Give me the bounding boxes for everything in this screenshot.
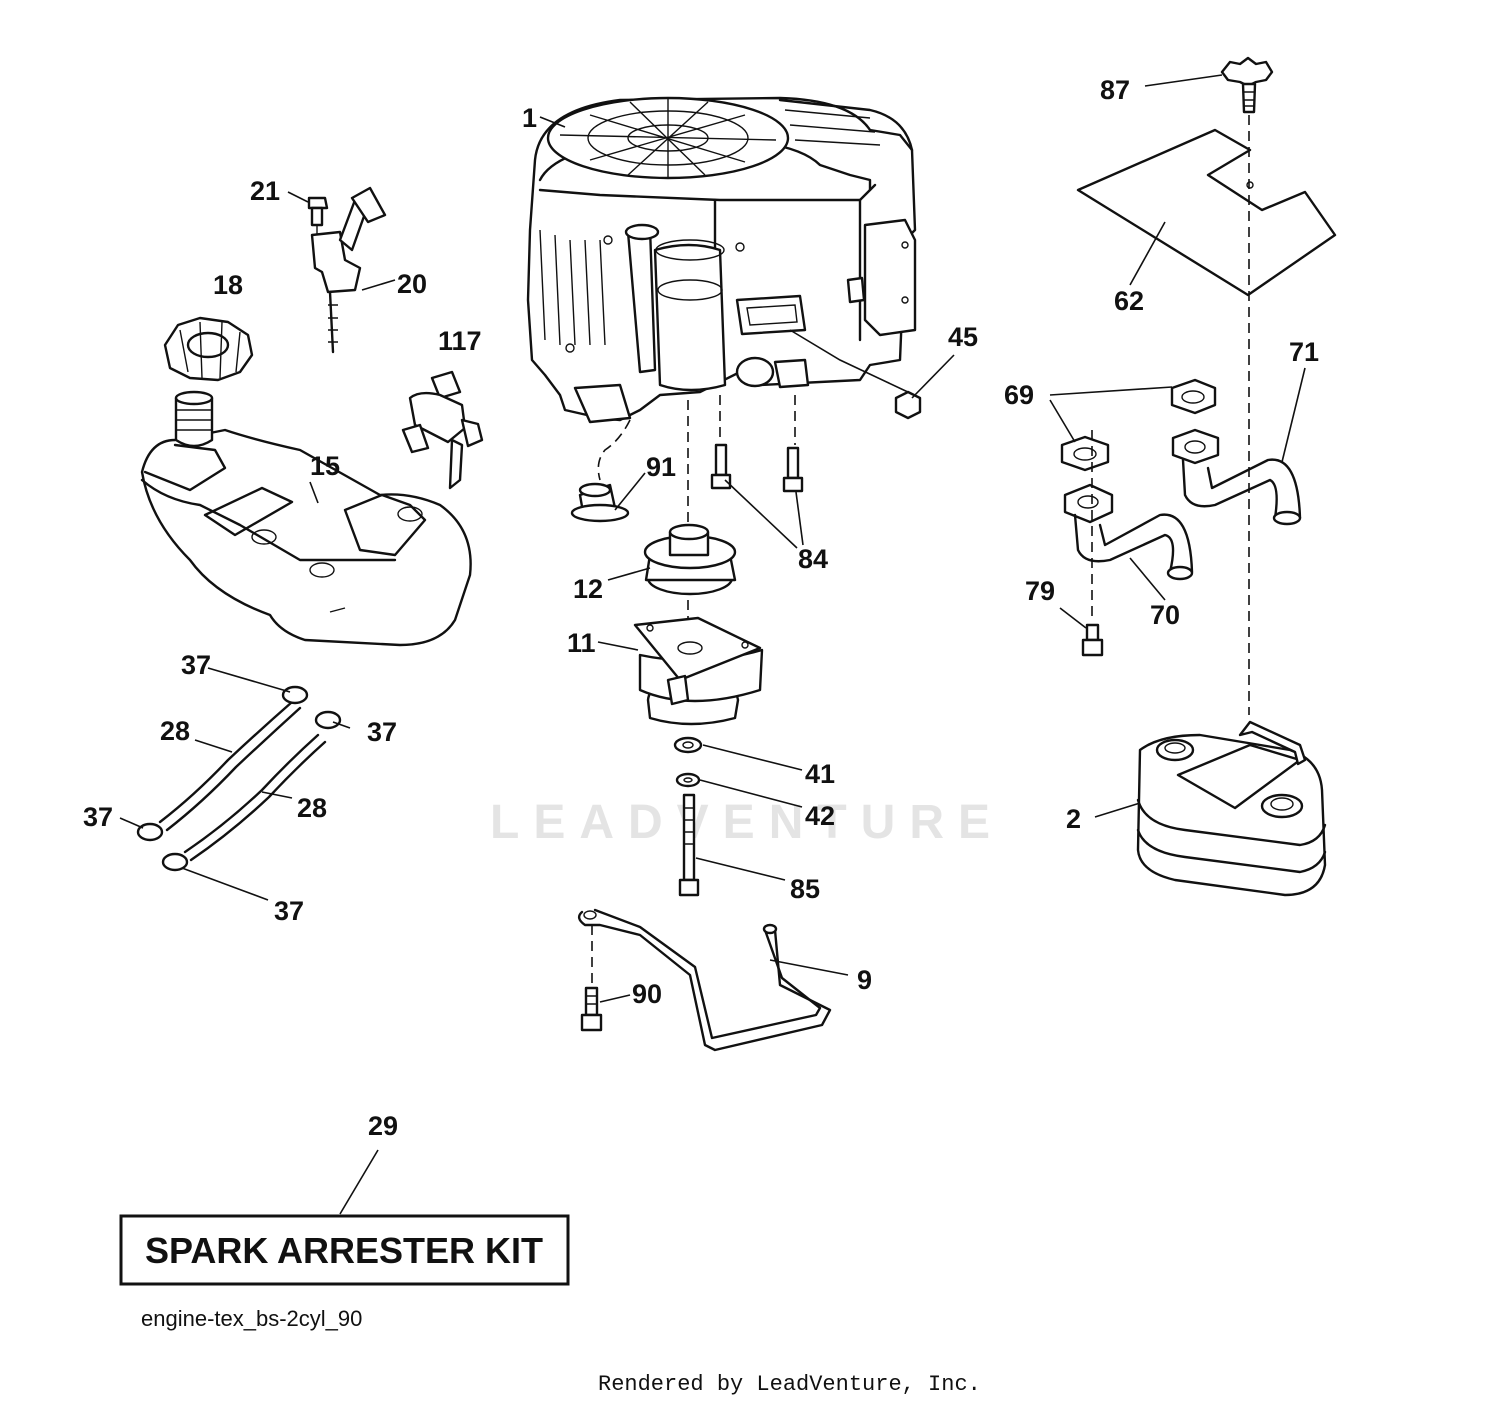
screw-21-drawing bbox=[307, 196, 329, 235]
gasket-drawing bbox=[1060, 378, 1217, 472]
diagram-id: engine-tex_bs-2cyl_90 bbox=[141, 1306, 362, 1331]
exhaust-pipe-drawing bbox=[1063, 428, 1302, 581]
callout-42: 42 bbox=[805, 801, 835, 831]
fuel-tank-drawing bbox=[140, 390, 472, 647]
bolt-90-drawing bbox=[580, 986, 603, 1032]
fuel-cap-drawing bbox=[163, 316, 254, 382]
spacer-91-drawing bbox=[570, 482, 630, 523]
callout-117: 117 bbox=[438, 326, 482, 356]
callout-85: 85 bbox=[790, 874, 820, 904]
render-credit: Rendered by LeadVenture, Inc. bbox=[598, 1372, 981, 1397]
pulley-drawing bbox=[643, 523, 737, 596]
callout-91: 91 bbox=[646, 452, 676, 482]
callout-62: 62 bbox=[1114, 286, 1144, 316]
callout-90: 90 bbox=[632, 979, 662, 1009]
callout-28b: 28 bbox=[297, 793, 327, 823]
bolt-84-drawing bbox=[710, 443, 804, 493]
engine-drawing bbox=[526, 96, 917, 424]
hose-clamp-drawing bbox=[136, 685, 342, 872]
callout-69: 69 bbox=[1004, 380, 1034, 410]
heat-shield-drawing bbox=[1076, 128, 1337, 297]
callout-84: 84 bbox=[798, 544, 828, 574]
spark-arrester-kit-box bbox=[119, 1214, 570, 1286]
callout-29: 29 bbox=[368, 1111, 398, 1141]
bracket-drawing bbox=[577, 908, 832, 1052]
callout-70: 70 bbox=[1150, 600, 1180, 630]
callout-37c: 37 bbox=[83, 802, 113, 832]
callout-41: 41 bbox=[805, 759, 835, 789]
callout-9: 9 bbox=[857, 965, 872, 995]
washer-drawing bbox=[673, 736, 703, 788]
knob-drawing bbox=[1220, 56, 1274, 114]
callout-71: 71 bbox=[1289, 337, 1319, 367]
fuel-hose-drawing bbox=[158, 700, 327, 862]
throttle-control-drawing bbox=[310, 186, 387, 354]
callout-37a: 37 bbox=[181, 650, 211, 680]
callout-1: 1 bbox=[522, 103, 537, 133]
callout-2: 2 bbox=[1066, 804, 1081, 834]
callout-37b: 37 bbox=[367, 717, 397, 747]
spark-arrester-kit-label: SPARK ARRESTER KIT bbox=[145, 1230, 543, 1271]
callout-12: 12 bbox=[573, 574, 603, 604]
watermark-text: LEADVENTURE bbox=[490, 796, 1004, 849]
callout-79: 79 bbox=[1025, 576, 1055, 606]
bolt-85-drawing bbox=[678, 793, 700, 897]
callout-21: 21 bbox=[250, 176, 280, 206]
nut-45-drawing bbox=[894, 390, 922, 420]
callout-45: 45 bbox=[948, 322, 978, 352]
clutch-drawing bbox=[633, 616, 764, 726]
callout-18: 18 bbox=[213, 270, 243, 300]
bolt-79-drawing bbox=[1081, 623, 1104, 657]
callout-37d: 37 bbox=[274, 896, 304, 926]
callout-28a: 28 bbox=[160, 716, 190, 746]
callout-15: 15 bbox=[310, 451, 340, 481]
callout-11: 11 bbox=[567, 628, 596, 658]
leader-lines bbox=[119, 74, 1306, 1215]
muffler-drawing bbox=[1136, 720, 1327, 897]
shutoff-valve-drawing bbox=[401, 370, 484, 490]
callout-87: 87 bbox=[1100, 75, 1130, 105]
callout-20: 20 bbox=[397, 269, 427, 299]
